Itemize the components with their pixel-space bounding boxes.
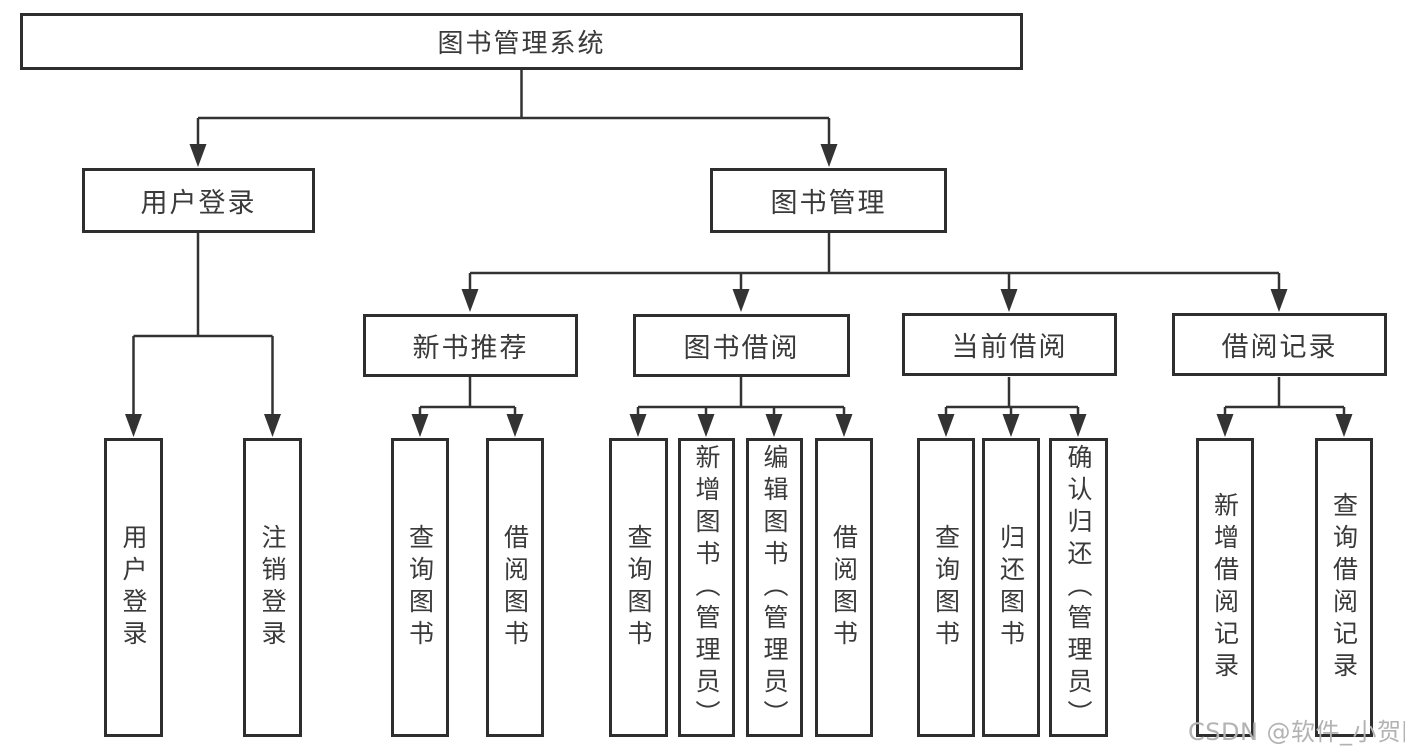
node-label: 当前借阅: [951, 332, 1068, 363]
node-new-book-recommendation: 新书推荐: [363, 314, 578, 377]
arrowhead: [629, 414, 647, 437]
arrowhead: [125, 414, 142, 437]
node-label: 编辑图书（管理员）: [760, 443, 789, 732]
node-label: 借阅图书: [500, 523, 530, 652]
leaf-bookborrow-borrow-books: 借阅图书: [815, 438, 873, 737]
node-label: 查询图书: [624, 523, 653, 652]
node-label: 新书推荐: [412, 333, 529, 364]
arrowhead: [820, 144, 838, 167]
leaf-bookborrow-add-books-admin: 新增图书（管理员）: [678, 438, 735, 737]
node-label: 查询图书: [405, 523, 435, 652]
node-label: 用户登录: [119, 523, 148, 652]
arrowhead: [765, 414, 783, 437]
edge-user-login-children: [132, 233, 274, 420]
node-label: 查询借阅记录: [1329, 491, 1359, 684]
arrowhead: [732, 289, 750, 312]
node-label: 图书管理系统: [437, 29, 606, 59]
node-label: 归还图书: [996, 523, 1026, 652]
node-library-management-system: 图书管理系统: [20, 13, 1023, 70]
watermark: CSDN @软件_小贺同学: [1188, 718, 1405, 746]
arrowhead: [411, 414, 429, 437]
node-current-borrowing: 当前借阅: [902, 313, 1117, 376]
node-label: 确认归还（管理员）: [1064, 443, 1093, 732]
edge-new-book-rec-children: [418, 377, 517, 418]
node-user-login: 用户登录: [82, 168, 315, 233]
leaf-records-add-borrow-record: 新增借阅记录: [1196, 438, 1254, 737]
node-label: 查询图书: [931, 523, 961, 652]
arrowhead: [697, 414, 715, 437]
arrowhead: [189, 144, 207, 167]
leaf-logout-login: 注销登录: [243, 438, 302, 737]
node-label: 注销登录: [258, 523, 287, 652]
leaf-newbookrec-query-books: 查询图书: [391, 438, 449, 737]
arrowhead: [1216, 414, 1234, 437]
leaf-currentborrow-query-books: 查询图书: [917, 438, 975, 737]
edge-book-borrowing-children: [636, 377, 846, 418]
node-label: 用户登录: [140, 188, 257, 219]
node-label: 新增借阅记录: [1210, 491, 1240, 684]
arrowhead: [264, 414, 281, 437]
node-label: 新增图书（管理员）: [692, 443, 721, 732]
arrowhead: [937, 414, 955, 437]
leaf-bookborrow-edit-books-admin: 编辑图书（管理员）: [746, 438, 803, 737]
edge-root-to-level2: [196, 70, 831, 150]
node-borrowing-records: 借阅记录: [1172, 313, 1387, 376]
leaf-currentborrow-return-books: 归还图书: [982, 438, 1040, 737]
leaf-currentborrow-confirm-return-admin: 确认归还（管理员）: [1049, 438, 1108, 737]
arrowhead: [1000, 289, 1018, 312]
arrowhead: [1002, 414, 1020, 437]
edge-borrowing-records-children: [1223, 377, 1346, 418]
leaf-bookborrow-query-books: 查询图书: [609, 438, 668, 737]
arrowhead: [506, 414, 524, 437]
arrowhead: [1069, 414, 1087, 437]
edge-current-borrowing-children: [944, 377, 1080, 418]
leaf-user-login: 用户登录: [104, 438, 163, 737]
arrowhead: [1270, 289, 1288, 312]
node-label: 借阅记录: [1221, 332, 1338, 363]
arrowhead: [461, 289, 479, 312]
node-book-borrowing: 图书借阅: [633, 314, 850, 377]
node-label: 图书管理: [770, 188, 887, 219]
node-label: 图书借阅: [683, 333, 800, 364]
edge-book-management-children: [468, 233, 1281, 294]
node-label: 借阅图书: [829, 523, 859, 652]
arrowhead: [835, 414, 853, 437]
leaf-newbookrec-borrow-books: 借阅图书: [486, 438, 544, 737]
leaf-records-query-borrow-record: 查询借阅记录: [1315, 438, 1373, 737]
arrowhead: [1335, 414, 1353, 437]
node-book-management: 图书管理: [710, 168, 947, 233]
